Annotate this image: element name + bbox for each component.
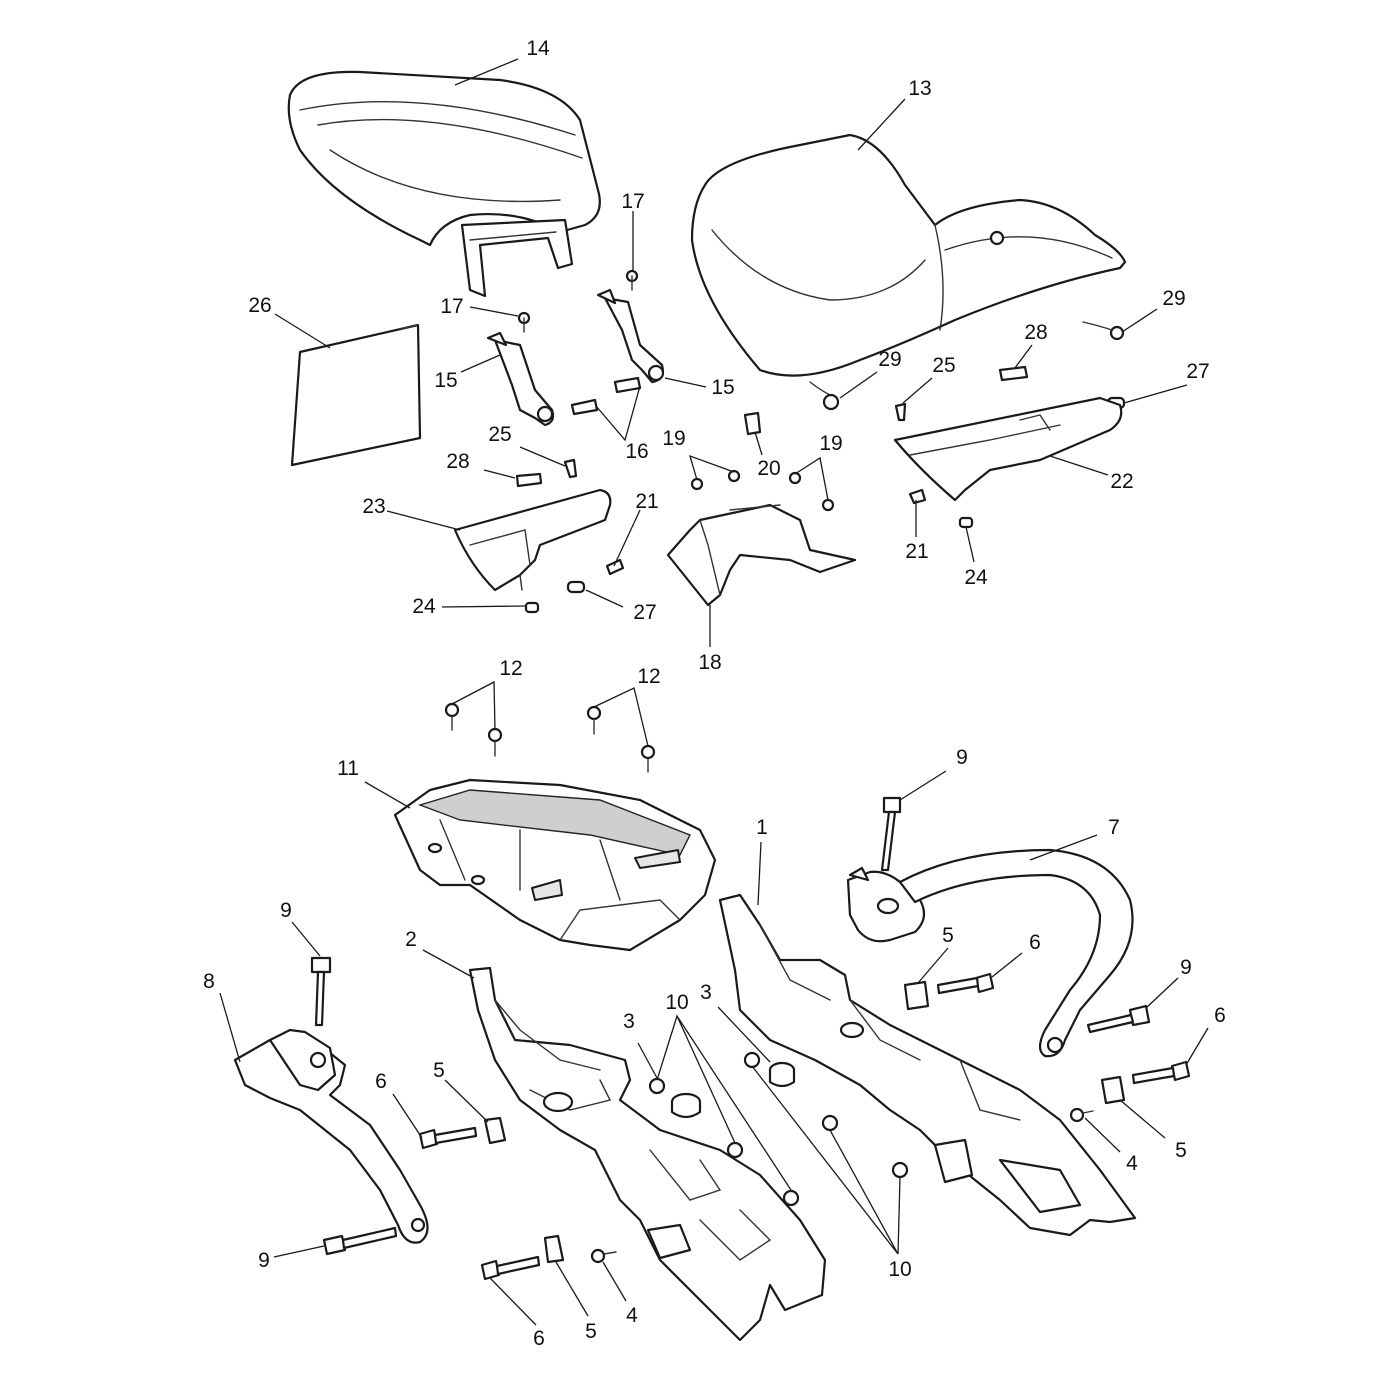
part-28-pad[interactable] [515, 365, 1029, 488]
part-12-screw[interactable] [444, 702, 656, 773]
part-2-inner-panel-left[interactable] [468, 966, 827, 1342]
callout-6-right-lower: 6 [1214, 1004, 1226, 1027]
part-21-clip[interactable] [605, 488, 927, 576]
callout-13: 13 [908, 77, 931, 100]
part-15-hinge-bracket-right[interactable] [596, 288, 665, 384]
callout-3-right: 3 [700, 981, 712, 1004]
callout-9-upper-right: 9 [956, 746, 968, 769]
part-29-clip[interactable] [809, 321, 1125, 411]
part-11-top-cover[interactable] [393, 778, 717, 952]
callout-25-left: 25 [488, 423, 511, 446]
callout-4-left: 4 [626, 1304, 638, 1327]
callout-27-right: 27 [1186, 360, 1209, 383]
part-1-inner-panel-right[interactable] [718, 893, 1137, 1237]
part-25-screw[interactable] [563, 402, 907, 479]
part-10-nut[interactable] [648, 1051, 909, 1207]
callout-5-left-lower: 5 [585, 1320, 597, 1343]
callout-22: 22 [1110, 470, 1133, 493]
callout-15-right: 15 [711, 376, 734, 399]
callout-19-left: 19 [662, 427, 685, 450]
callout-16: 16 [625, 440, 648, 463]
callout-17-upper: 17 [621, 190, 644, 213]
callout-3-left: 3 [623, 1010, 635, 1033]
callout-6-left-lower: 6 [533, 1327, 545, 1350]
callout-21-left: 21 [635, 490, 658, 513]
callout-28-right: 28 [1024, 321, 1047, 344]
callout-20: 20 [757, 457, 780, 480]
callout-5-left-upper: 5 [433, 1059, 445, 1082]
part-9-bolt[interactable] [310, 796, 1151, 1256]
callout-12-left: 12 [499, 657, 522, 680]
callout-14: 14 [526, 37, 550, 60]
part-6-bolt[interactable] [418, 972, 1191, 1281]
callout-26: 26 [248, 294, 271, 317]
callout-8: 8 [203, 970, 215, 993]
callout-5-right-upper: 5 [942, 924, 954, 947]
callout-23: 23 [362, 495, 385, 518]
callout-28-left: 28 [446, 450, 469, 473]
callout-6-left-upper: 6 [375, 1070, 387, 1093]
callout-11: 11 [337, 757, 359, 780]
callout-12-right: 12 [637, 665, 660, 688]
callout-15-left: 15 [434, 369, 457, 392]
callout-29-left: 29 [878, 348, 901, 371]
leader-lines [219, 58, 1209, 1326]
part-22-side-panel-right[interactable] [893, 396, 1123, 502]
part-13-rider-seat[interactable] [690, 133, 1127, 377]
callout-6-right-upper: 6 [1029, 931, 1041, 954]
part-26-sheet[interactable] [290, 323, 422, 467]
callout-10-upper: 10 [665, 991, 688, 1014]
callout-4-right: 4 [1126, 1152, 1138, 1175]
callout-25-right: 25 [932, 354, 955, 377]
part-4-screw[interactable] [590, 1107, 1094, 1264]
part-23-side-panel-left[interactable] [453, 488, 612, 592]
callout-21-right: 21 [905, 540, 928, 563]
callout-24-left: 24 [412, 595, 436, 618]
callout-9-upper-left: 9 [280, 899, 292, 922]
callout-19-right: 19 [819, 432, 842, 455]
part-24-rubber[interactable] [524, 516, 974, 614]
part-17-screw-lower[interactable] [517, 311, 531, 333]
part-18-bracket[interactable] [666, 503, 857, 607]
part-3-spacer[interactable] [670, 1061, 796, 1119]
part-17-screw-upper[interactable] [625, 269, 639, 291]
part-16-pin[interactable] [570, 376, 642, 416]
callout-29-right: 29 [1162, 287, 1185, 310]
callout-17-lower: 17 [440, 295, 463, 318]
callout-18: 18 [698, 651, 721, 674]
callout-9-lower-left: 9 [258, 1249, 270, 1272]
part-15-hinge-bracket-left[interactable] [486, 331, 555, 427]
callout-24-right: 24 [964, 566, 988, 589]
callout-5-right-lower: 5 [1175, 1139, 1187, 1162]
part-8-grab-rail-left[interactable] [233, 1028, 429, 1244]
callout-27-left: 27 [633, 601, 656, 624]
part-7-grab-rail-right[interactable] [846, 848, 1134, 1058]
callout-10-lower: 10 [888, 1258, 911, 1281]
callout-2: 2 [405, 928, 417, 951]
callout-1: 1 [756, 816, 768, 839]
callout-labels: 14 13 17 17 26 15 15 29 29 28 28 25 25 2… [203, 37, 1226, 1350]
part-20-clip[interactable] [743, 411, 762, 436]
callout-7: 7 [1108, 816, 1120, 839]
part-5-clip-nut[interactable] [483, 980, 1126, 1264]
callout-9-lower-right: 9 [1180, 956, 1192, 979]
part-14-pillion-seat[interactable] [287, 70, 601, 298]
